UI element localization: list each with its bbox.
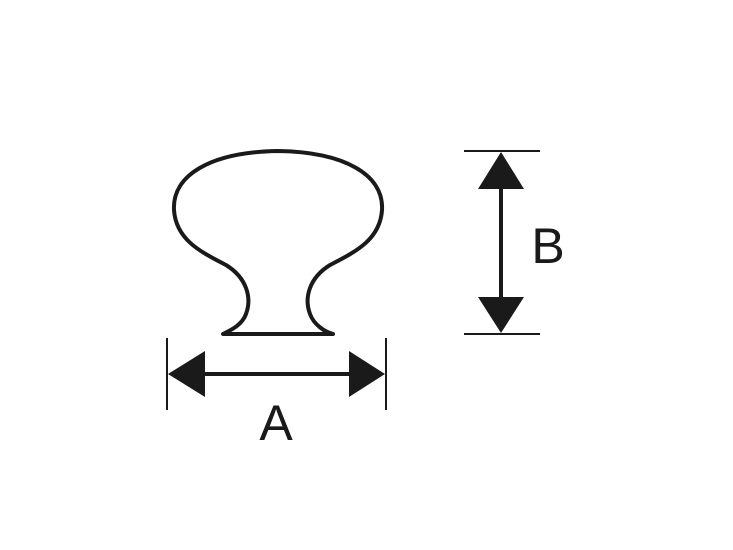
- dimension-b-bottom-arrowhead: [478, 297, 524, 333]
- dimension-a-right-arrowhead: [349, 351, 385, 397]
- dimension-b: B: [464, 150, 565, 335]
- dimension-a-left-arrowhead: [168, 351, 205, 397]
- dimension-a: A: [166, 338, 387, 451]
- dimension-a-label: A: [259, 395, 293, 451]
- dimension-b-top-arrowhead: [478, 152, 524, 189]
- dimension-b-label: B: [531, 218, 564, 274]
- knob-outline: [171, 149, 385, 336]
